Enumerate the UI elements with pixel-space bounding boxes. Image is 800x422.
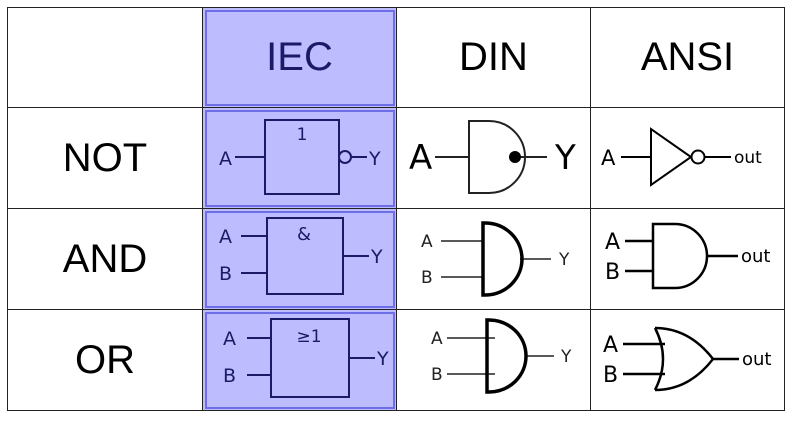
ansi-and-output: out [741,246,770,267]
ansi-or-input-b: B [603,363,618,388]
iec-or-cell: ≥1 A B Y [202,309,397,411]
din-header-cell: DIN [396,7,591,108]
ansi-and-cell: A B out [590,208,785,310]
row-label-not: NOT [62,135,148,180]
row-label-cell: AND [7,208,203,310]
iec-not-output: Y [368,148,381,170]
iec-or-symbol: ≥1 [296,327,321,347]
iec-and-symbol: & [296,224,310,245]
din-and-input-b: B [421,268,433,288]
din-and-output: Y [558,250,570,270]
not-row: NOT 1 A Y [7,107,785,209]
din-not-cell: A Y [396,107,591,209]
iec-not-symbol: 1 [296,125,307,145]
iec-or-output: Y [376,348,389,370]
din-or-gate-icon: A B Y [431,318,572,394]
or-row: OR ≥1 A B Y [7,309,785,411]
din-not-gate-icon: A Y [409,120,576,194]
row-label-cell: NOT [7,107,203,209]
iec-not-gate-icon: 1 A Y [219,119,381,195]
iec-and-cell: & A B Y [202,208,397,310]
din-and-cell: A B Y [396,208,591,310]
din-and-input-a: A [421,232,433,252]
iec-or-input-a: A [223,328,236,350]
iec-column-header: IEC [266,35,333,79]
din-column-header: DIN [459,35,528,79]
ansi-not-cell: A out [590,107,785,209]
ansi-or-cell: A B out [590,309,785,411]
din-or-output: Y [560,347,572,367]
corner-cell [7,7,203,108]
iec-not-cell: 1 A Y [202,107,397,209]
din-not-input-a: A [409,138,432,178]
ansi-and-input-a: A [605,230,620,255]
din-not-output: Y [554,138,576,178]
iec-and-input-b: B [219,263,232,285]
din-or-input-a: A [431,329,443,349]
din-or-cell: A B Y [396,309,591,411]
din-and-gate-icon: A B Y [421,221,570,297]
ansi-not-output: out [734,148,762,168]
iec-and-output: Y [370,246,383,268]
iec-or-input-b: B [223,365,236,387]
row-label-and: AND [62,236,148,281]
ansi-not-gate-icon: A out [601,127,762,187]
header-row: IEC DIN ANSI [7,7,785,108]
and-row: AND & A B Y [7,208,785,310]
iec-and-input-a: A [219,226,232,248]
ansi-and-input-b: B [605,260,620,285]
iec-header-cell: IEC [202,7,397,108]
row-label-or: OR [75,337,135,382]
iec-and-gate-icon: & A B Y [219,217,383,295]
ansi-or-gate-icon: A B out [603,326,771,392]
ansi-header-cell: ANSI [590,7,785,108]
logic-gate-symbol-table: IEC DIN ANSI NOT 1 A Y [7,7,785,411]
ansi-or-output: out [742,349,771,370]
ansi-not-input-a: A [601,146,616,170]
din-or-input-b: B [431,365,443,385]
iec-or-gate-icon: ≥1 A B Y [223,318,389,398]
ansi-column-header: ANSI [640,35,735,79]
row-label-cell: OR [7,309,203,411]
ansi-or-input-a: A [603,333,618,358]
ansi-and-gate-icon: A B out [605,222,770,290]
iec-not-input-a: A [219,148,232,170]
